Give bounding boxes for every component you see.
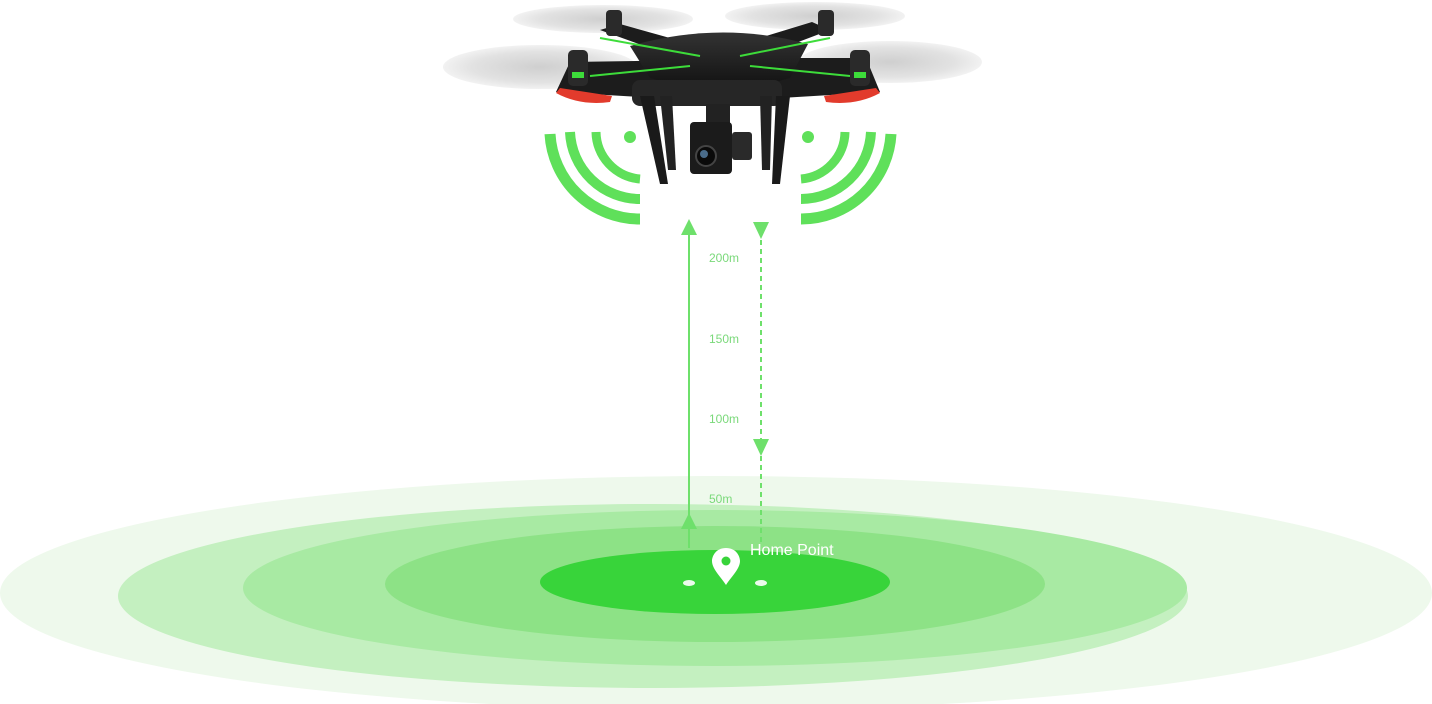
body-stripe-left [599, 37, 701, 57]
body-stripe-rear-left [589, 65, 691, 77]
descent-arrow [753, 222, 769, 545]
home-point-label: Home Point [750, 542, 834, 559]
landing-leg-right-2 [760, 96, 772, 170]
body-stripe-rear-right [749, 65, 851, 77]
altitude-label-150m: 150m [709, 332, 739, 346]
red-tip-left [556, 88, 612, 103]
drone [443, 2, 982, 184]
ground-dot-left [683, 580, 695, 586]
propeller-front-right [725, 2, 905, 30]
wifi-signal-icon-right [800, 131, 897, 225]
altitude-label-100m: 100m [709, 412, 739, 426]
motor-rear-right [850, 50, 870, 86]
wifi-signal-icon [544, 131, 641, 225]
motor-rear-left [568, 50, 588, 86]
body-stripe-right [739, 37, 831, 57]
motor-front-right [818, 10, 834, 36]
altitude-label-200m: 200m [709, 251, 739, 265]
landing-leg-left-1 [640, 96, 668, 184]
gimbal-motor [732, 132, 752, 160]
gimbal-mount [706, 104, 730, 124]
ring-inner [540, 550, 890, 614]
landing-leg-left-2 [660, 96, 676, 170]
ground-dot-right [755, 580, 767, 586]
home-zone-rings [0, 476, 1432, 704]
red-tip-right [824, 88, 880, 103]
landing-leg-right-1 [772, 96, 790, 184]
altitude-label-50m: 50m [709, 492, 732, 506]
drone-body [630, 32, 808, 89]
map-pin-icon [712, 548, 740, 585]
motor-front-left [606, 10, 622, 36]
propeller-front-left [513, 5, 693, 33]
ascent-arrow [681, 219, 697, 548]
